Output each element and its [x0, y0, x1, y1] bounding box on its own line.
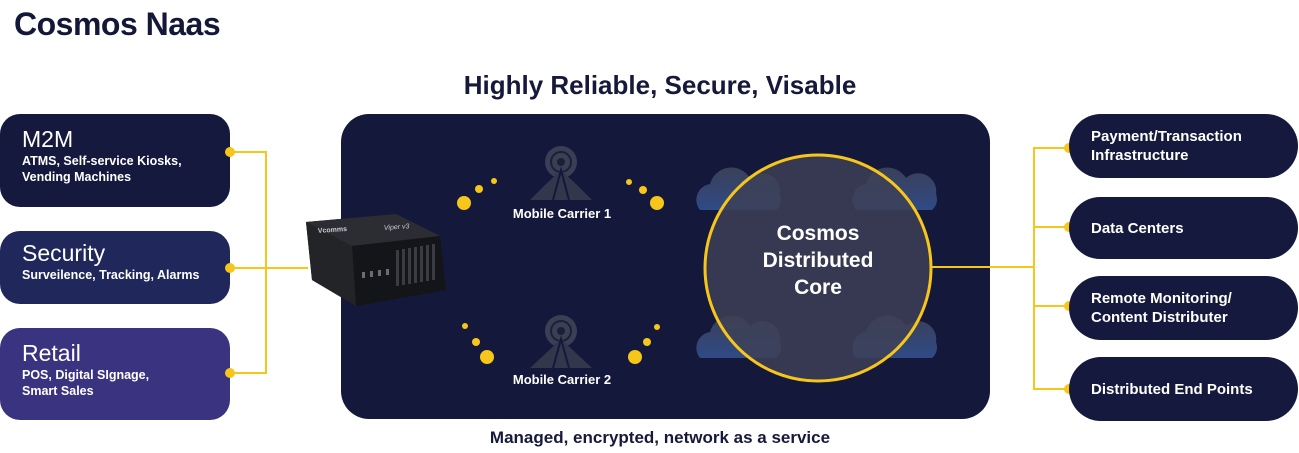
- page-title: Cosmos Naas: [14, 6, 221, 42]
- distributed-end-points-box: Distributed End Points: [1069, 357, 1298, 421]
- mobile-carrier-1-label: Mobile Carrier 1: [512, 206, 612, 221]
- data-centers-label: Data Centers: [1091, 219, 1184, 237]
- payment-transaction-line1: Payment/Transaction: [1091, 128, 1242, 145]
- m2m-title: M2M: [22, 126, 74, 152]
- remote-monitoring-line1: Remote Monitoring/: [1091, 290, 1232, 307]
- core-label-line2: Distributed: [762, 249, 874, 272]
- cell-tower-icon: [530, 315, 592, 369]
- router-model-label: Viper v3: [384, 223, 410, 232]
- retail-description-line2: Smart Sales: [22, 384, 94, 398]
- left-connector-dots: [225, 147, 235, 378]
- security-description: Surveilence, Tracking, Alarms: [22, 268, 200, 282]
- payment-transaction-box: Payment/Transaction Infrastructure: [1069, 114, 1298, 178]
- m2m-box: M2M ATMS, Self-service Kiosks, Vending M…: [0, 114, 230, 207]
- diagram-subtitle: Managed, encrypted, network as a service: [489, 428, 831, 447]
- router-device-icon: Vcomms Viper v3: [306, 214, 446, 306]
- core-circle: [703, 153, 933, 383]
- security-box: Security Surveilence, Tracking, Alarms: [0, 231, 230, 304]
- left-connector: [230, 151, 308, 374]
- mobile-carrier-2-label: Mobile Carrier 2: [512, 372, 612, 387]
- remote-monitoring-box: Remote Monitoring/ Content Distributer: [1069, 276, 1298, 340]
- payment-transaction-line2: Infrastructure: [1091, 147, 1189, 164]
- core-label: Cosmos Distributed Core: [738, 220, 898, 301]
- cell-tower-icon: [530, 146, 592, 201]
- core-label-line1: Cosmos: [776, 222, 860, 245]
- right-connector: [930, 147, 1069, 390]
- remote-monitoring-line2: Content Distributer: [1091, 309, 1228, 326]
- retail-box: Retail POS, Digital SIgnage, Smart Sales: [0, 328, 230, 420]
- right-connector-dots: [1064, 143, 1074, 394]
- signal-dots: [457, 178, 664, 364]
- core-label-line3: Core: [794, 276, 842, 299]
- retail-title: Retail: [22, 340, 81, 366]
- m2m-description-line1: ATMS, Self-service Kiosks,: [22, 154, 182, 168]
- m2m-description-line2: Vending Machines: [22, 170, 132, 184]
- diagram-title: Highly Reliable, Secure, Visable: [463, 70, 857, 100]
- distributed-end-points-label: Distributed End Points: [1091, 380, 1253, 398]
- router-brand-label: Vcomms: [318, 226, 348, 235]
- data-centers-box: Data Centers: [1069, 197, 1298, 259]
- retail-description-line1: POS, Digital SIgnage,: [22, 368, 150, 382]
- security-title: Security: [22, 240, 106, 266]
